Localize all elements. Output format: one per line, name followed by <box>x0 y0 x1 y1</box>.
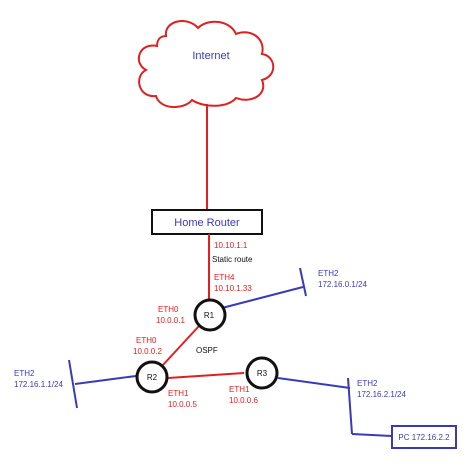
label-r3-eth2-name: ETH2 <box>357 379 378 388</box>
label-r2-eth2-name: ETH2 <box>14 369 35 378</box>
router-r1-circle <box>193 298 227 332</box>
label-r2-eth1-name: ETH1 <box>168 389 189 398</box>
router-r2: R2 <box>135 360 169 394</box>
label-static-route: Static route <box>212 255 253 264</box>
label-r2-eth0-name: ETH0 <box>136 336 157 345</box>
router-r1: R1 <box>193 298 227 332</box>
router-r3-circle <box>245 356 279 390</box>
link-r2-r3 <box>167 372 245 379</box>
link-r3-eth2 <box>277 377 351 389</box>
label-r1-eth4-ip: 10.10.1.33 <box>214 284 252 293</box>
label-r3-eth2-net: 172.16.2.1/24 <box>357 390 406 399</box>
label-r1-eth2-net: 172.16.0.1/24 <box>318 280 367 289</box>
segment-bar-172-16-2 <box>347 377 353 435</box>
link-r1-r2 <box>161 325 200 367</box>
label-r2-eth0-ip: 10.0.0.2 <box>133 347 162 356</box>
label-r2-eth1-ip: 10.0.0.5 <box>168 400 197 409</box>
label-ospf: OSPF <box>196 346 218 355</box>
pc-box <box>391 425 457 449</box>
home-router-box <box>151 209 263 235</box>
link-segment-pc <box>351 433 393 437</box>
cloud-shape <box>137 20 275 108</box>
cloud-label: Internet <box>192 50 229 62</box>
label-r1-eth0-ip: 10.0.0.1 <box>156 316 185 325</box>
internet-cloud: Internet <box>137 20 275 108</box>
router-r2-circle <box>135 360 169 394</box>
router-r3: R3 <box>245 356 279 390</box>
router-r2-label: R2 <box>147 373 158 382</box>
home-router-label: Home Router <box>174 217 240 229</box>
label-r1-eth2-name: ETH2 <box>318 269 339 278</box>
home-router: Home Router <box>151 209 263 235</box>
segment-bar-172-16-0 <box>299 267 307 297</box>
link-r2-eth2 <box>74 375 137 385</box>
pc-node: PC 172.16.2.2 <box>391 425 457 449</box>
pc-label: PC 172.16.2.2 <box>398 433 450 442</box>
router-r3-label: R3 <box>257 369 268 378</box>
segment-bar-172-16-1 <box>68 359 78 409</box>
label-home-router-ip: 10.10.1.1 <box>214 241 248 250</box>
label-r1-eth4-name: ETH4 <box>214 273 235 282</box>
link-r1-eth2 <box>221 286 304 309</box>
label-r3-eth1-name: ETH1 <box>229 385 250 394</box>
router-r1-label: R1 <box>204 311 215 320</box>
label-r1-eth0-name: ETH0 <box>158 305 179 314</box>
label-r3-eth1-ip: 10.0.0.6 <box>229 396 258 405</box>
label-r2-eth2-net: 172.16.1.1/24 <box>14 380 63 389</box>
